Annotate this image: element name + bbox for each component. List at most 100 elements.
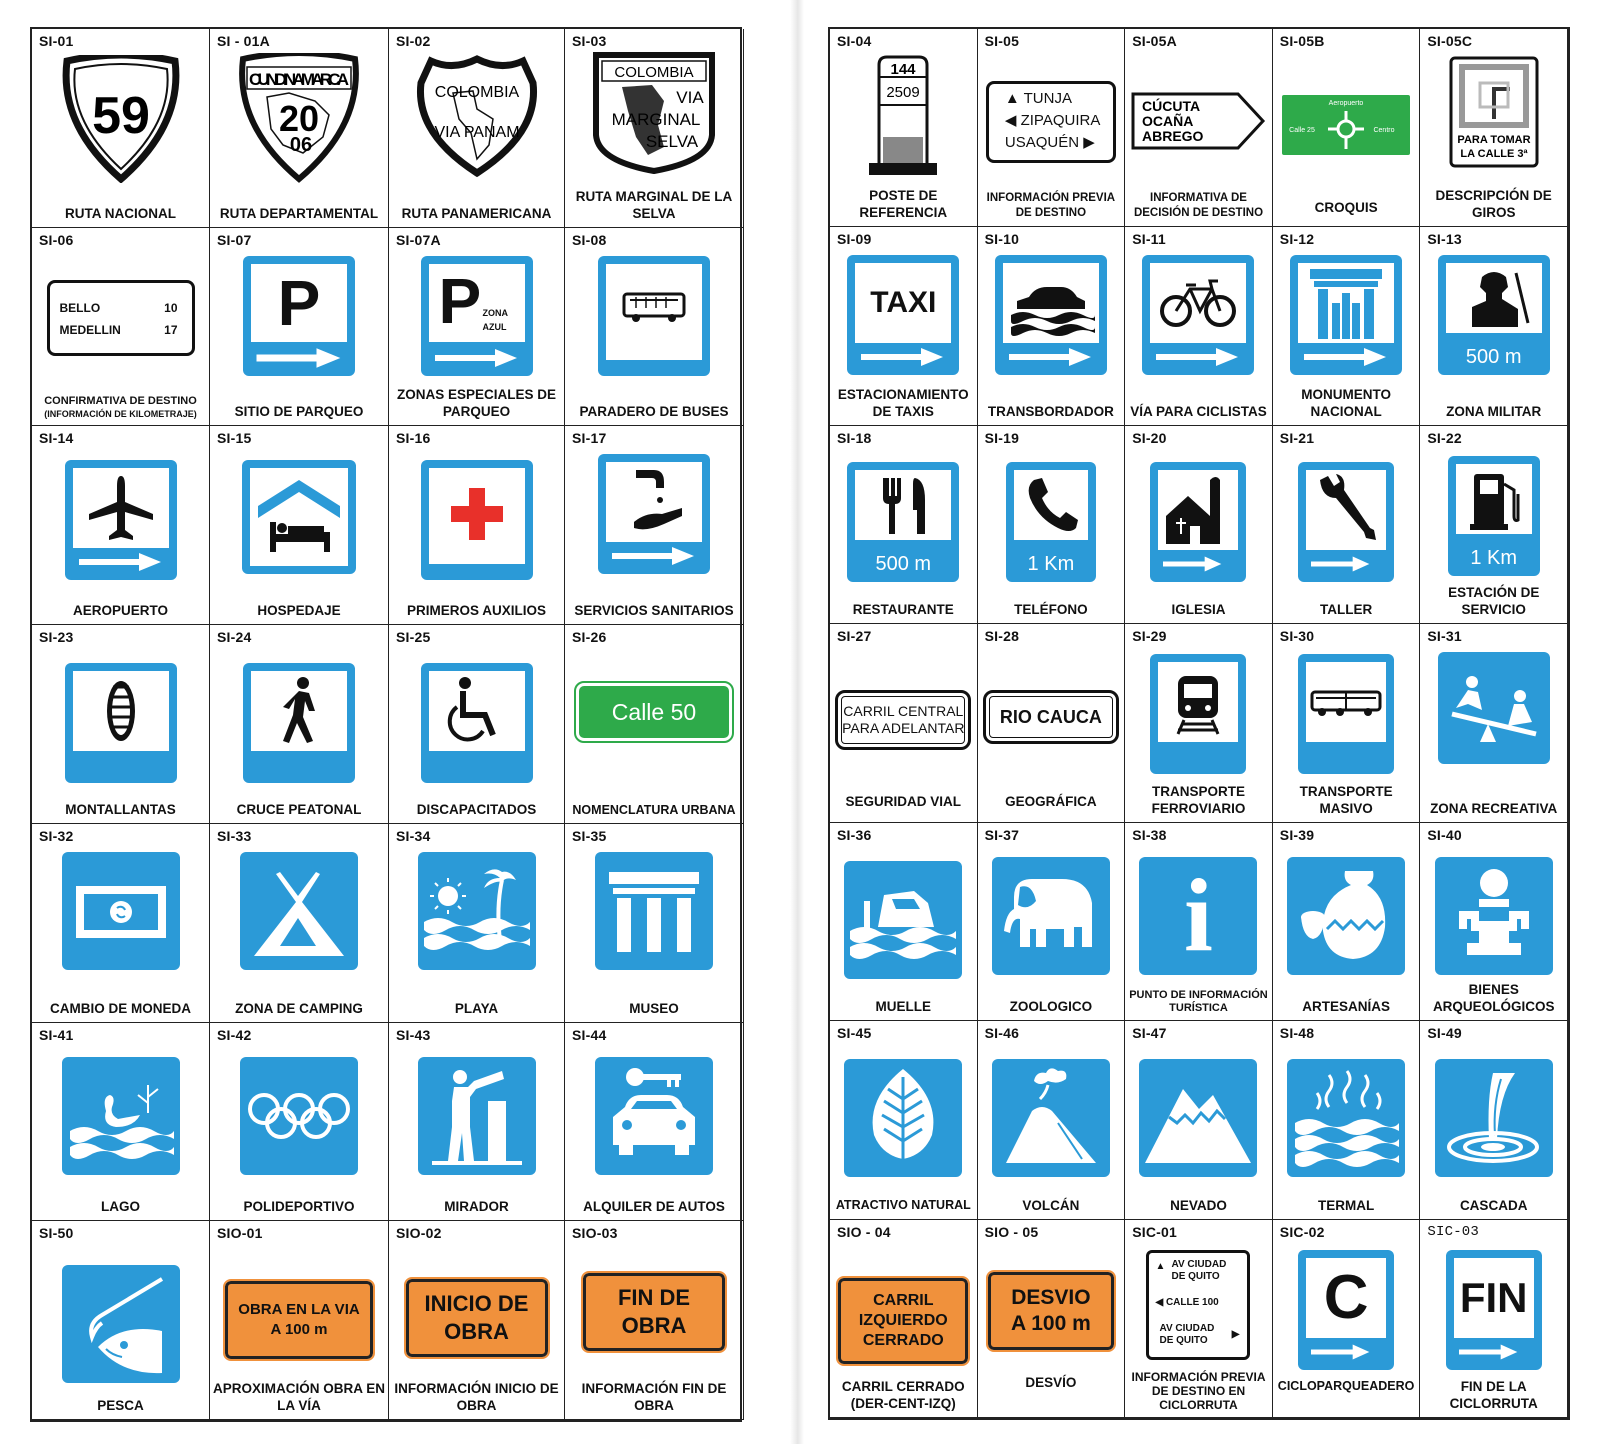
sign-code: SI-06 <box>39 231 74 248</box>
sign-code: SI-23 <box>39 629 74 646</box>
left-page: SI-01 59 RUTA NACIONAL SI - 01A CUNDINAM… <box>30 27 744 1422</box>
sign-cell: SI-17 SERVICIOS SANITARIOS <box>565 426 744 626</box>
sign-cell: SI-49 CASCADA <box>1420 1021 1568 1220</box>
sign-code: SI-44 <box>572 1026 607 1043</box>
sign-code: SI-11 <box>1132 231 1166 248</box>
sign-caption: NEVADO <box>1170 1197 1227 1213</box>
sign-cell: SI-33 ZONA DE CAMPING <box>210 823 389 1023</box>
sign-cell: SI-48 TERMAL <box>1272 1021 1421 1220</box>
sign-cell: SI-30 TRANSPORTE MASIVO <box>1272 624 1421 823</box>
sign-code: SI-05B <box>1279 33 1325 49</box>
bus-icon <box>622 292 686 322</box>
sign-cell: SI-18 500 m RESTAURANTE <box>830 425 978 625</box>
svg-text:PARA TOMAR: PARA TOMAR <box>1457 134 1530 146</box>
sign-code: SI-19 <box>984 429 1020 446</box>
sketch-sign: Aeropuerto Calle 25 Centro <box>1280 93 1413 157</box>
restaurant-sign: 500 m <box>847 461 960 582</box>
sign-code: SI-37 <box>984 826 1020 843</box>
sign-code: SI-05 <box>984 33 1020 49</box>
archaeology-sign <box>1434 856 1553 975</box>
swan-icon <box>69 1084 174 1159</box>
sign-caption: DISCAPACITADOS <box>416 801 537 817</box>
sign-cell: SI-37 ZOOLOGICO <box>977 822 1126 1022</box>
sign-cell: SI-22 1 Km ESTACIÓN DE SERVICIO <box>1420 425 1568 625</box>
sign-cell: SI-07 P SITIO DE PARQUEO <box>210 227 389 427</box>
pottery-icon <box>1301 870 1386 959</box>
geographic-sign: RIO CAUCA <box>982 690 1119 745</box>
sign-cell: SI-46 VOLCÁN <box>977 1021 1126 1220</box>
sign-cell: SI-34 PLAYA <box>389 823 565 1023</box>
sign-cell: SI-32 CAMBIO DE MONEDA <box>32 823 210 1023</box>
taxi-sign: TAXI <box>847 255 960 376</box>
museum-sign <box>595 851 713 970</box>
first-aid-sign <box>420 460 533 581</box>
gas-station-sign: 1 Km <box>1447 455 1540 576</box>
sign-code: SI-07 <box>217 231 252 248</box>
sign-cell: SI-29 TRANSPORTE FERROVIARIO <box>1125 624 1273 823</box>
sign-code: SI-32 <box>39 827 74 844</box>
sign-cell: SI-42 POLIDEPORTIVO <box>210 1022 389 1222</box>
airplane-icon <box>88 476 153 541</box>
sign-caption: VOLCÁN <box>1022 1197 1080 1213</box>
sign-cell: SIC-02 C CICLOPARQUEADERO <box>1272 1219 1421 1418</box>
sign-cell: SI-02 COLOMBIA VIA PANAM RUTA PANAMERICA… <box>389 29 565 228</box>
street-name-sign: Calle 50 <box>574 681 734 744</box>
sign-cell: SI-40 BIENES ARQUEOLÓGICOS <box>1420 822 1568 1022</box>
bus-stop-sign <box>598 255 710 376</box>
sign-caption: SITIO DE PARQUEO <box>234 404 364 420</box>
volcano-icon <box>1005 1068 1096 1164</box>
pedestrian-icon <box>283 677 315 744</box>
svg-text:COLOMBIA: COLOMBIA <box>614 64 693 81</box>
sports-sign <box>240 1056 358 1175</box>
sign-code: SI-41 <box>39 1026 74 1043</box>
sign-code: SI-38 <box>1132 826 1167 843</box>
sign-caption: MONTALLANTAS <box>65 801 176 817</box>
sign-caption: CAMBIO DE MONEDA <box>50 1000 191 1016</box>
sign-code: SI-03 <box>572 33 607 49</box>
sign-code: SI-47 <box>1132 1025 1167 1042</box>
sign-code: SI-29 <box>1132 628 1167 645</box>
sign-caption: ZONA DE CAMPING <box>235 1000 363 1016</box>
sign-code: SI-15 <box>217 430 252 447</box>
sign-code: SI-07A <box>396 231 441 248</box>
sign-caption: APROXIMACIÓN OBRA EN LA VÍA <box>213 1380 386 1413</box>
svg-text:Centro: Centro <box>1374 127 1395 134</box>
sign-caption: CONFIRMATIVA DE DESTINO(INFORMACIÓN DE K… <box>44 395 197 420</box>
sign-cell: SI-45 ATRACTIVO NATURAL <box>830 1021 978 1220</box>
sign-cell: SI-13 500 m ZONA MILITAR <box>1420 227 1568 426</box>
palm-sun-icon <box>423 869 530 950</box>
tourist-info-sign: i <box>1139 856 1258 975</box>
sign-caption: PESCA <box>97 1397 144 1413</box>
sign-caption: ALQUILER DE AUTOS <box>583 1199 725 1215</box>
sign-caption: TALLER <box>1319 602 1373 618</box>
sign-code: SI-42 <box>217 1026 252 1043</box>
sign-caption: RUTA MARGINAL DE LA SELVA <box>575 188 733 221</box>
sign-caption: BIENES ARQUEOLÓGICOS <box>1432 982 1555 1015</box>
sign-code: SI-40 <box>1427 826 1462 843</box>
svg-text:Aeropuerto: Aeropuerto <box>1329 100 1364 107</box>
sign-cell: SI-15 HOSPEDAJE <box>210 426 389 626</box>
sign-caption: SERVICIOS SANITARIOS <box>574 603 734 619</box>
sign-caption: HOSPEDAJE <box>257 603 341 619</box>
elephant-icon <box>1003 878 1092 947</box>
sign-cell: SI-39 ARTESANÍAS <box>1272 822 1421 1022</box>
mountain-icon <box>1145 1089 1252 1164</box>
sign-cell: SI-23 MONTALLANTAS <box>32 625 210 824</box>
sign-code: SI-01 <box>39 33 74 49</box>
waterfall-icon <box>1446 1073 1539 1164</box>
sign-code: SI-49 <box>1427 1025 1462 1042</box>
monument-sign <box>1290 255 1403 376</box>
sign-caption: ZOOLOGICO <box>1009 999 1093 1015</box>
fork-knife-icon <box>883 477 926 534</box>
sign-caption: DESCRIPCIÓN DE GIROS <box>1435 188 1552 221</box>
svg-text:2509: 2509 <box>887 84 920 101</box>
car-key-icon <box>613 1067 695 1155</box>
sign-caption: CICLOPARQUEADERO <box>1277 1379 1415 1393</box>
sign-cell: SI-08 PARADERO DE BUSES <box>565 227 744 427</box>
sign-caption: PLAYA <box>454 1000 499 1016</box>
sign-code: SIO-01 <box>217 1225 263 1242</box>
